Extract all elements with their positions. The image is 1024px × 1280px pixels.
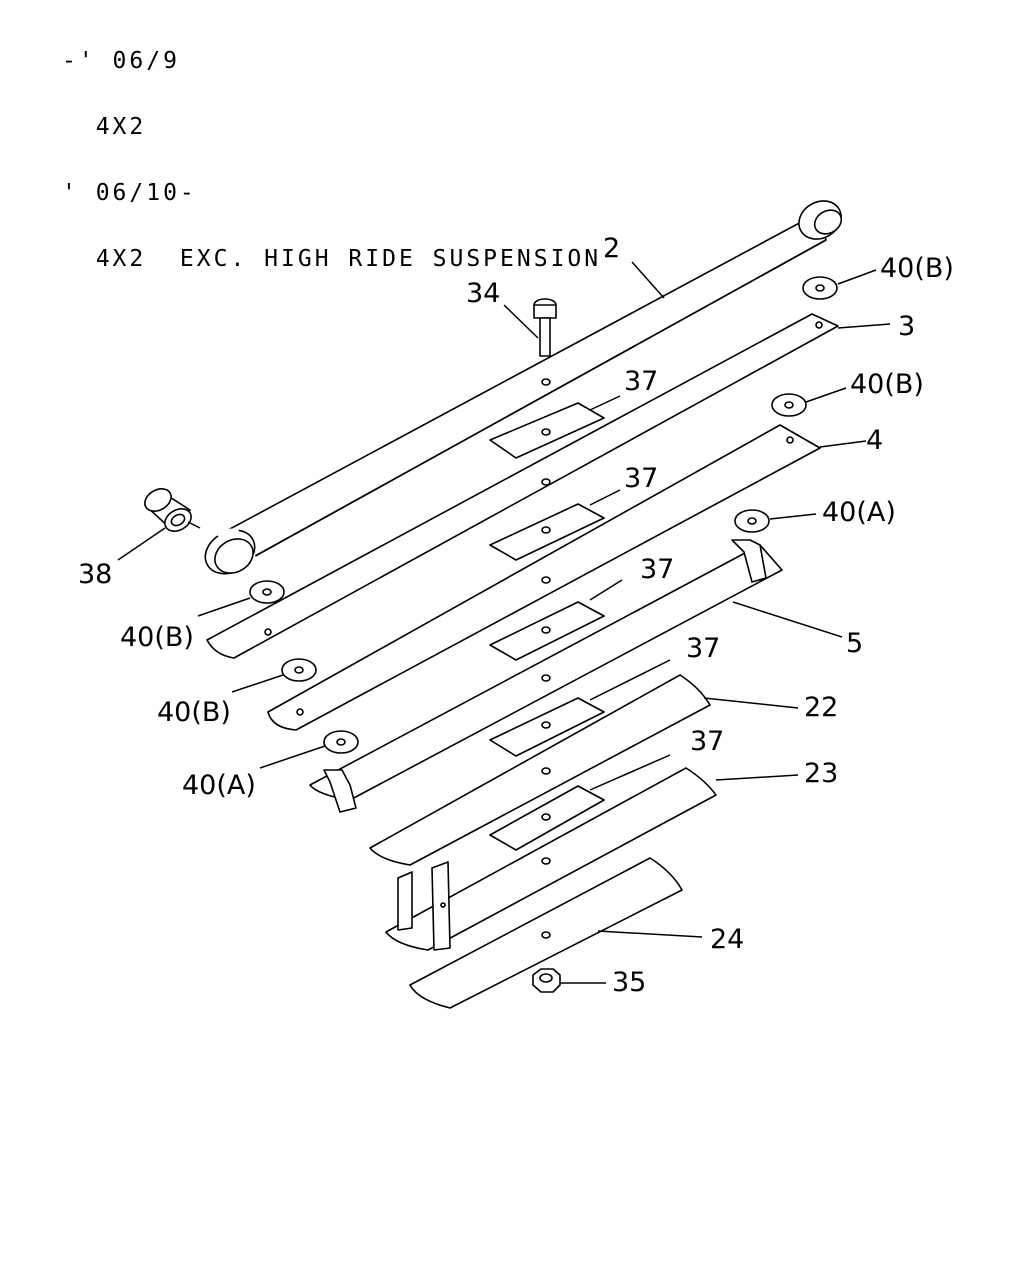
leaf-22[interactable]: [369, 674, 711, 866]
callout-40a-1: 40(A): [822, 497, 896, 528]
callout-35: 35: [612, 967, 646, 998]
callout-37-c: 37: [640, 554, 674, 585]
header-line-4: 4X2 EXC. HIGH RIDE SUSPENSION: [62, 246, 602, 272]
callout-22: 22: [804, 692, 838, 723]
leaf-24[interactable]: [409, 857, 683, 1009]
callout-40b-4: 40(B): [157, 697, 231, 728]
header-line-2: 4X2: [62, 114, 147, 140]
leaf-3[interactable]: [206, 313, 839, 659]
callout-38: 38: [78, 559, 112, 590]
callout-24: 24: [710, 924, 744, 955]
washer-40a-1[interactable]: [734, 509, 770, 533]
bushing-38[interactable]: [141, 484, 195, 535]
callout-37-b: 37: [624, 463, 658, 494]
washer-40b-4[interactable]: [281, 658, 317, 682]
callout-40b-3: 40(B): [120, 622, 194, 653]
callout-40b-1: 40(B): [880, 253, 954, 284]
callout-34: 34: [466, 278, 500, 309]
callout-4: 4: [866, 425, 883, 456]
leaf-4[interactable]: [267, 424, 821, 731]
washer-40b-3[interactable]: [249, 580, 285, 604]
callout-2: 2: [603, 233, 620, 264]
callout-40a-2: 40(A): [182, 770, 256, 801]
leaf-23-with-brackets[interactable]: [385, 767, 717, 951]
callout-40b-2: 40(B): [850, 369, 924, 400]
leader-lines: [117, 261, 891, 984]
callout-37-e: 37: [690, 726, 724, 757]
main-leaf-2[interactable]: [197, 193, 848, 582]
washer-40a-2[interactable]: [323, 730, 359, 754]
applicability-header: -' 06/9 4X2 ' 06/10- 4X2 EXC. HIGH RIDE …: [62, 6, 601, 314]
callout-5: 5: [846, 628, 863, 659]
callout-37-a: 37: [624, 366, 658, 397]
callout-3: 3: [898, 311, 915, 342]
callout-37-d: 37: [686, 633, 720, 664]
leaf-5-with-clips[interactable]: [309, 539, 783, 813]
header-line-1: -' 06/9: [62, 48, 180, 74]
nut-35[interactable]: [532, 968, 561, 993]
header-line-3: ' 06/10-: [62, 180, 197, 206]
washer-40b-2[interactable]: [771, 393, 807, 417]
callout-23: 23: [804, 758, 838, 789]
washer-40b-1[interactable]: [802, 276, 838, 300]
center-bolt-34[interactable]: [533, 298, 557, 357]
